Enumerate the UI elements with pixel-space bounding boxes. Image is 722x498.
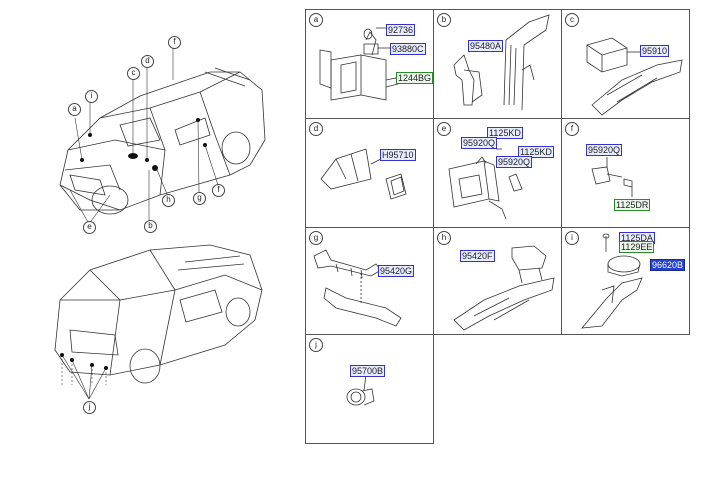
cell-h-illustration <box>453 245 555 331</box>
callout-i[interactable]: i <box>85 90 98 103</box>
cell-a-label: a <box>309 13 323 27</box>
part-95920Q-a[interactable]: 95920Q <box>461 137 498 149</box>
cell-f-illustration <box>591 157 633 197</box>
callout-h[interactable]: h <box>162 194 175 207</box>
callout-a[interactable]: a <box>68 103 81 116</box>
part-96620B[interactable]: 96620B <box>650 259 686 271</box>
cell-c: c 95910 <box>561 9 690 119</box>
callout-d[interactable]: d <box>141 55 154 68</box>
cell-f-label: f <box>565 122 579 136</box>
cell-j-label: j <box>309 338 323 352</box>
part-1125KD-a[interactable]: 1125KD <box>487 127 523 139</box>
cell-e: e 1125KD 95920Q 1125KD 95920Q <box>433 118 562 228</box>
part-95420F[interactable]: 95420F <box>460 250 495 262</box>
cell-b-label: b <box>437 13 451 27</box>
cell-j-illustration <box>346 374 375 406</box>
cell-a: a 92736 93880C 1244BG <box>305 9 434 119</box>
callout-c[interactable]: c <box>127 67 140 80</box>
callout-b[interactable]: b <box>144 220 157 233</box>
cell-e-illustration <box>448 148 528 220</box>
part-95910[interactable]: 95910 <box>640 45 670 57</box>
cell-g: g 95420G <box>305 227 434 335</box>
callout-g[interactable]: g <box>193 192 206 205</box>
part-95480A[interactable]: 95480A <box>468 40 504 52</box>
cell-b-illustration <box>453 14 550 111</box>
callout-f-lower[interactable]: f <box>212 184 225 197</box>
cell-j: j 95700B <box>305 334 434 444</box>
cell-d: d H95710 <box>305 118 434 228</box>
cell-d-label: d <box>309 122 323 136</box>
part-1129EE[interactable]: 1129EE <box>619 241 655 253</box>
cell-a-illustration <box>319 27 405 101</box>
cell-c-illustration <box>586 37 683 116</box>
cell-f: f 95920Q 1125DR <box>561 118 690 228</box>
part-93880C[interactable]: 93880C <box>390 43 426 55</box>
part-95420G[interactable]: 95420G <box>378 265 415 277</box>
part-H95710[interactable]: H95710 <box>380 149 416 161</box>
callout-f[interactable]: f <box>168 36 181 49</box>
part-95920Q-b[interactable]: 95920Q <box>496 156 533 168</box>
part-92736[interactable]: 92736 <box>386 24 416 36</box>
cell-i-label: i <box>565 231 579 245</box>
cell-i: i 1125DA 1129EE 96620B <box>561 227 690 335</box>
cell-e-label: e <box>437 122 451 136</box>
part-95700B[interactable]: 95700B <box>350 365 386 377</box>
cell-c-label: c <box>565 13 579 27</box>
part-95920Q-f[interactable]: 95920Q <box>586 144 623 156</box>
cell-i-illustration <box>581 233 643 329</box>
part-1125DR[interactable]: 1125DR <box>614 199 651 211</box>
cell-h: h 95420F <box>433 227 562 335</box>
part-1244BG[interactable]: 1244BG <box>396 72 434 84</box>
part-1125KD-b[interactable]: 1125KD <box>518 146 554 158</box>
callout-j[interactable]: j <box>83 401 96 414</box>
cell-g-label: g <box>309 231 323 245</box>
cell-b: b 95480A <box>433 9 562 119</box>
cell-g-illustration <box>313 249 402 327</box>
cell-h-label: h <box>437 231 451 245</box>
callout-e[interactable]: e <box>83 221 96 234</box>
cell-d-illustration <box>320 148 407 200</box>
